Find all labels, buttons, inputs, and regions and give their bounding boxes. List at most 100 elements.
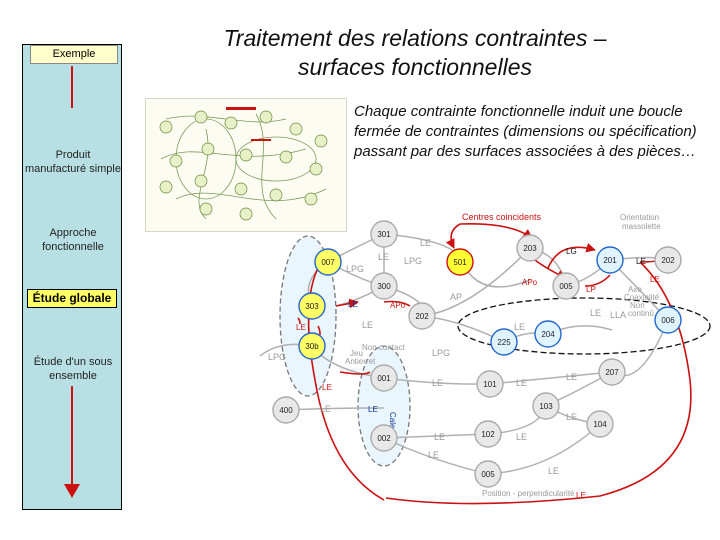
graph-node: 303 [298, 292, 326, 320]
graph-node: 400 [272, 396, 300, 424]
label-le-blue-2: LE [368, 405, 378, 414]
graph-node: 005 [474, 460, 502, 488]
graph-node-circle [474, 420, 502, 448]
label-lla: LLA [610, 310, 626, 320]
label-le-g6: LE [432, 378, 443, 388]
graph-node: 203 [516, 234, 544, 262]
label-lpg-4: LPG [268, 352, 286, 362]
label-cale: Cale [388, 412, 397, 429]
label-le-g14: LE [548, 466, 559, 476]
graph-node: 006 [654, 306, 682, 334]
graph-node-label: 103 [539, 402, 553, 411]
sidebar-item-sub: Étude d'un sous ensemble [33, 356, 113, 382]
label-le-g2: LE [378, 252, 389, 262]
graph-node-label: 225 [497, 338, 511, 347]
label-le-black-1: LE [636, 257, 646, 266]
label-axe-2: Coaxialité [624, 293, 660, 302]
label-le-g1: LE [420, 238, 431, 248]
label-le-g9: LE [320, 404, 331, 414]
label-lg: LG [566, 247, 577, 256]
graph-node: 300 [370, 272, 398, 300]
graph-node-label: 204 [541, 330, 555, 339]
graph-node: 301 [370, 220, 398, 248]
graph-node-circle [654, 306, 682, 334]
graph-node-label: 001 [377, 374, 391, 383]
graph-node-label: 002 [377, 434, 391, 443]
label-apo-1: APo [522, 278, 538, 287]
page-title: Traitement des relations contraintes – s… [223, 25, 607, 80]
graph-node-circle [516, 234, 544, 262]
label-orientation-2: massolette [622, 222, 661, 231]
sidebar-top-box: Exemple [30, 45, 118, 64]
label-le-g8: LE [566, 372, 577, 382]
label-ap: AP [450, 292, 462, 302]
graph-node: 103 [532, 392, 560, 420]
graph-node: 225 [490, 328, 518, 356]
label-le-g12: LE [566, 412, 577, 422]
graph-node-label: 101 [483, 380, 497, 389]
label-lpg-2: LPG [346, 264, 364, 274]
graph-node-label: 104 [593, 420, 607, 429]
graph-node-circle [408, 302, 436, 330]
label-le-red-1: LE [650, 275, 660, 284]
graph-node-label: 005 [481, 470, 495, 479]
graph-node-label: 203 [523, 244, 537, 253]
graph-node-label: 007 [321, 258, 335, 267]
graph-node-label: 201 [603, 256, 617, 265]
label-le-g7: LE [516, 378, 527, 388]
graph-node: 202 [408, 302, 436, 330]
description: Chaque contrainte fonctionnelle induit u… [354, 103, 697, 160]
graph-node-label: 005 [559, 282, 573, 291]
graph-node-label: 501 [453, 258, 467, 267]
graph-node: 201 [596, 246, 624, 274]
graph-node-label: 202 [415, 312, 429, 321]
thumbnail-diagram [145, 98, 347, 232]
label-axe-3: Non [630, 301, 645, 310]
graph-node-circle [476, 370, 504, 398]
graph-node: 202 [654, 246, 682, 274]
graph-node-circle [298, 292, 326, 320]
label-le-g11: LE [516, 432, 527, 442]
graph-node: 30b [298, 332, 326, 360]
graph-node-circle [370, 364, 398, 392]
graph-node-label: 300 [377, 282, 391, 291]
label-le-red-3: LE [322, 383, 332, 392]
graph-node-label: 303 [305, 302, 319, 311]
graph-node-label: 006 [661, 316, 675, 325]
graph-node-label: 301 [377, 230, 391, 239]
graph-node: 002 [370, 424, 398, 452]
label-le-g3: LE [362, 320, 373, 330]
graph-node: 007 [314, 248, 342, 276]
graph-node-circle [532, 392, 560, 420]
graph-node: 001 [370, 364, 398, 392]
graph-node: 204 [534, 320, 562, 348]
label-non-contact: Non contact [362, 343, 405, 352]
label-le-red-2: LE [296, 323, 306, 332]
graph-node-circle [490, 328, 518, 356]
graph-node-circle [370, 220, 398, 248]
graph-node-circle [598, 358, 626, 386]
label-le-g13: LE [428, 450, 439, 460]
label-lpg-1: LPG [404, 256, 422, 266]
label-jeu-2: Antierret [345, 357, 376, 366]
graph-node-circle [654, 246, 682, 274]
graph-node-label: 400 [279, 406, 293, 415]
graph-node: 501 [446, 248, 474, 276]
graph-node-circle [314, 248, 342, 276]
graph-node-label: 102 [481, 430, 495, 439]
graph-node-label: 202 [661, 256, 675, 265]
graph-node-circle [474, 460, 502, 488]
graph-node: 005 [552, 272, 580, 300]
label-axe-4: continû [628, 309, 654, 318]
graph-node-circle [552, 272, 580, 300]
graph-node-circle [272, 396, 300, 424]
graph-node-circle [370, 272, 398, 300]
graph-node: 207 [598, 358, 626, 386]
graph-node: 104 [586, 410, 614, 438]
label-apo-2: APo [390, 301, 406, 310]
label-lpg-3: LPG [432, 348, 450, 358]
graph-node-circle [446, 248, 474, 276]
label-position: Position - perpendicularité [482, 489, 575, 498]
